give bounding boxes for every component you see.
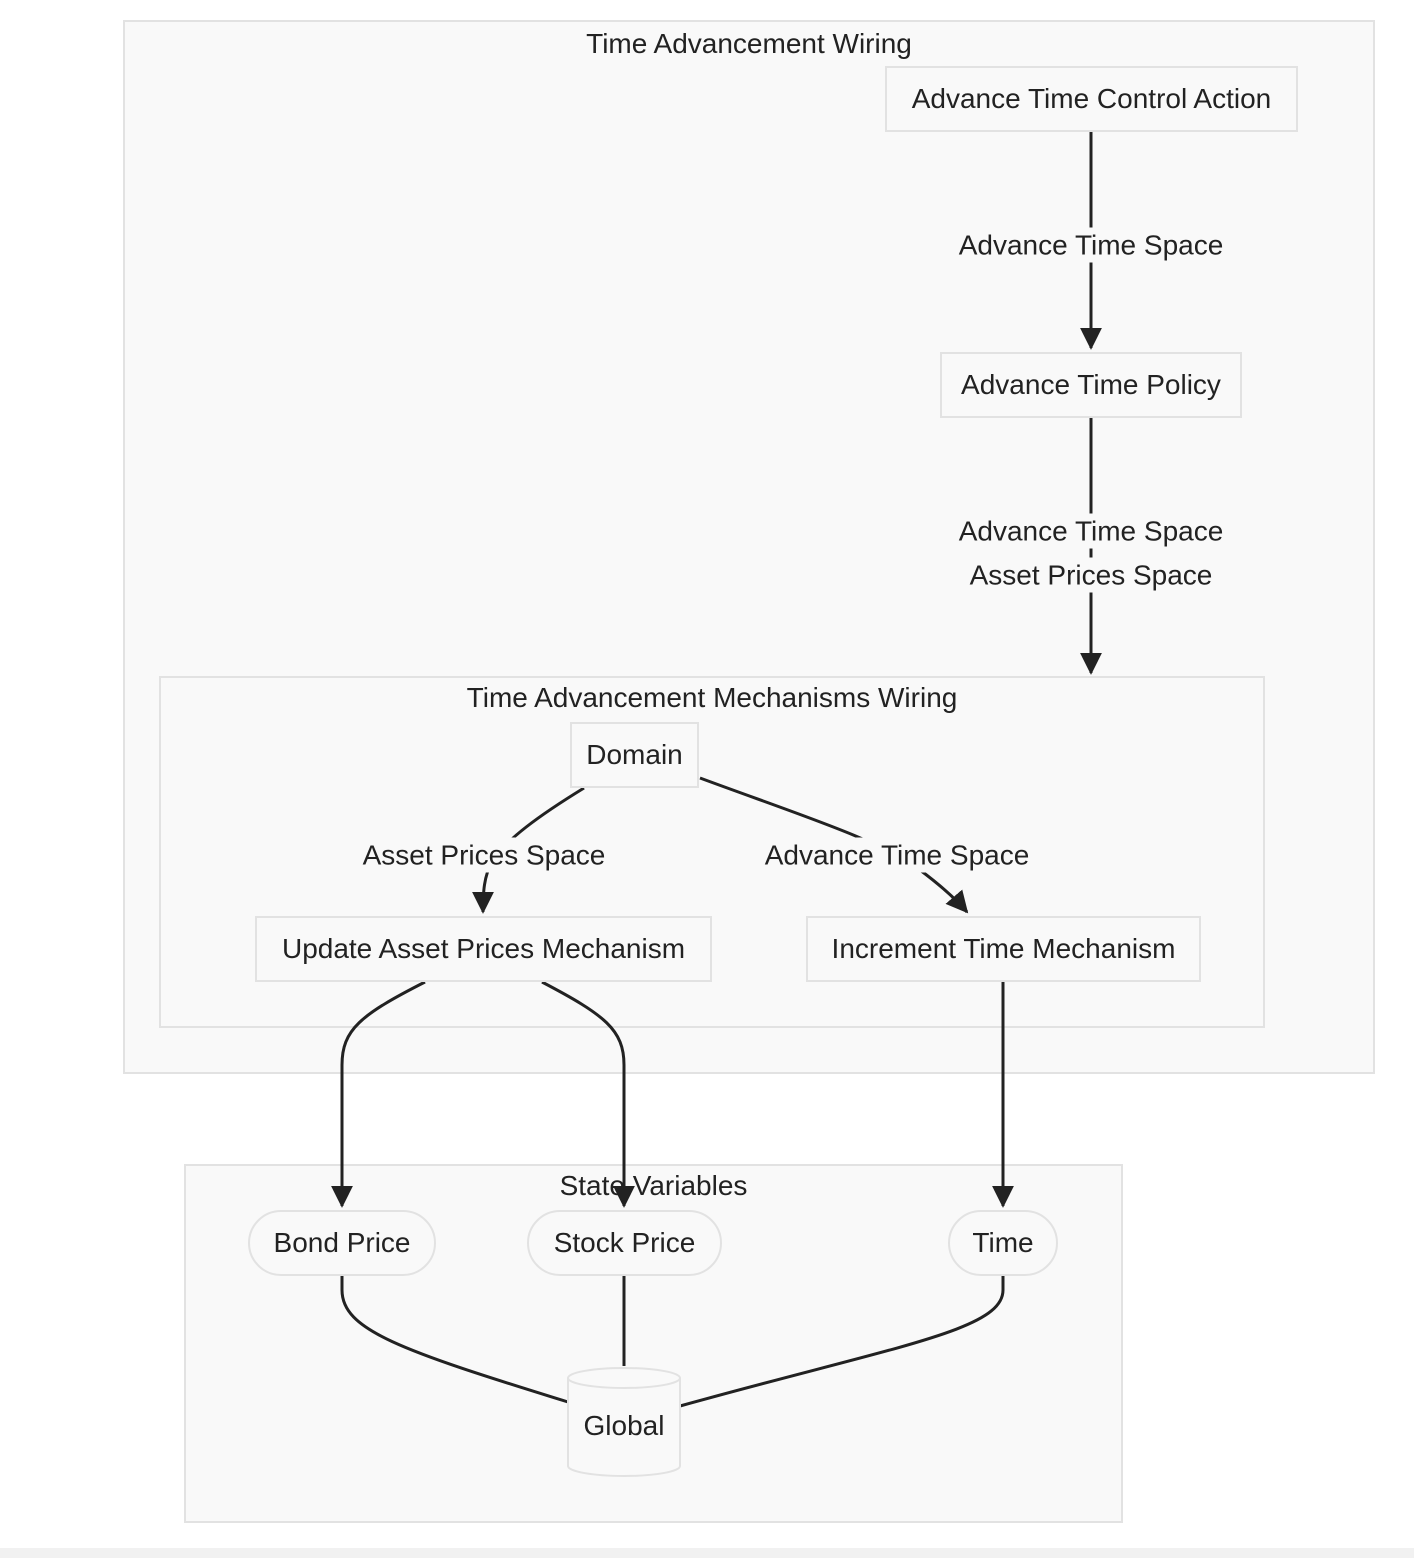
link-time-to-global bbox=[679, 1276, 1005, 1408]
global-database-shape bbox=[567, 1367, 681, 1477]
node-label: Stock Price bbox=[553, 1227, 696, 1258]
edge-label-domain-to-update: Asset Prices Space bbox=[360, 837, 608, 873]
node-label: Update Asset Prices Mechanism bbox=[281, 933, 686, 964]
edge-update-to-stock bbox=[541, 980, 635, 1208]
edge-label-text: Advance Time Space bbox=[958, 515, 1224, 547]
node-global[interactable]: Global bbox=[583, 1410, 665, 1441]
bottom-scroll-strip bbox=[0, 1548, 1414, 1558]
edge-update-to-bond bbox=[331, 980, 426, 1208]
node-update-asset-prices-mechanism[interactable]: Update Asset Prices Mechanism bbox=[255, 916, 712, 982]
edge-label-text: Advance Time Space bbox=[958, 229, 1224, 261]
node-label: Advance Time Policy bbox=[961, 369, 1221, 400]
node-label: Increment Time Mechanism bbox=[831, 933, 1176, 964]
cluster-title: Time Advancement Wiring bbox=[586, 28, 912, 59]
cluster-title: State Variables bbox=[559, 1170, 748, 1201]
edge-label-text: Advance Time Space bbox=[764, 839, 1030, 871]
node-domain[interactable]: Domain bbox=[570, 722, 699, 788]
node-time[interactable]: Time bbox=[948, 1210, 1058, 1276]
node-bond-price[interactable]: Bond Price bbox=[248, 1210, 436, 1276]
node-label: Bond Price bbox=[273, 1227, 411, 1258]
cluster-title: Time Advancement Mechanisms Wiring bbox=[466, 682, 958, 713]
edge-label-domain-to-increment: Advance Time Space bbox=[762, 837, 1032, 873]
node-label: Advance Time Control Action bbox=[911, 83, 1272, 114]
edge-label-text: Asset Prices Space bbox=[969, 559, 1213, 591]
edge-label-text: Asset Prices Space bbox=[362, 839, 606, 871]
node-advance-time-control-action[interactable]: Advance Time Control Action bbox=[885, 66, 1298, 132]
link-bond-to-global bbox=[340, 1276, 569, 1404]
node-stock-price[interactable]: Stock Price bbox=[527, 1210, 722, 1276]
edge-label-control-to-policy: Advance Time Space bbox=[956, 227, 1226, 263]
node-increment-time-mechanism[interactable]: Increment Time Mechanism bbox=[806, 916, 1201, 982]
edge-label-policy-line1: Advance Time Space bbox=[956, 513, 1226, 549]
node-advance-time-policy[interactable]: Advance Time Policy bbox=[940, 352, 1242, 418]
node-label: Time bbox=[972, 1227, 1034, 1258]
edge-label-policy-line2: Asset Prices Space bbox=[967, 557, 1215, 593]
node-label: Domain bbox=[586, 739, 683, 770]
